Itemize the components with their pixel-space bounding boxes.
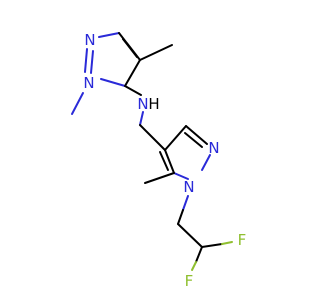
bond-n2-n1-inner	[90, 50, 94, 74]
upper-pyrazole-ring	[71, 32, 173, 115]
bond-c4-c3	[164, 125, 187, 151]
lower-pyrazole-ring	[144, 125, 211, 184]
bond-n-ch2-black	[177, 209, 184, 225]
atom-f-right: F	[238, 231, 247, 249]
atom-n-ring1-methyl: N	[83, 74, 94, 92]
bond-c3-n2-inner	[184, 132, 203, 148]
bond-f-left-colored	[191, 261, 197, 271]
difluoroethyl-chain	[177, 195, 233, 271]
atom-n-ring2-top: N	[208, 139, 219, 157]
bond-c4-methyl	[139, 44, 173, 61]
bond-nh-ch2	[139, 111, 144, 126]
atom-n-ring2-sub: N	[183, 178, 194, 196]
bond-n1-c5	[98, 32, 120, 38]
molecule-structure: N N N H N N F F	[71, 31, 246, 290]
molecule-diagram: N N N H N N F F	[71, 31, 246, 290]
bond-chf2-f-left	[195, 246, 203, 263]
bond-n-ch2	[182, 195, 189, 211]
bond-ch2-chf2	[177, 223, 203, 248]
bond-n-methyl	[71, 92, 84, 115]
bond-n2-n1	[201, 154, 211, 171]
atom-f-left: F	[185, 272, 194, 290]
bond-chf2-f-right	[201, 243, 223, 248]
methylene-linker	[139, 111, 166, 151]
bond-c3-nh	[124, 85, 142, 96]
atom-h-amine: H	[148, 95, 159, 113]
bond-n1-c5	[173, 172, 189, 180]
bond-c4-c3	[124, 59, 141, 87]
bond-n2-n1	[84, 48, 88, 73]
bond-c5-c4	[164, 149, 175, 174]
bond-c5-c4-inner	[122, 38, 138, 58]
bond-c5-methyl	[144, 172, 175, 184]
atom-n-amine: N	[137, 95, 148, 113]
bond-c5-c4-inner	[159, 151, 169, 171]
atom-labels: N N N H N N F F	[83, 31, 246, 290]
bond-c3-n2	[185, 125, 208, 145]
bond-c3-n2	[100, 78, 126, 87]
bond-ch2-ring	[139, 124, 166, 151]
bond-f-right-colored	[221, 241, 233, 245]
atom-n-ring1-top: N	[84, 31, 95, 49]
